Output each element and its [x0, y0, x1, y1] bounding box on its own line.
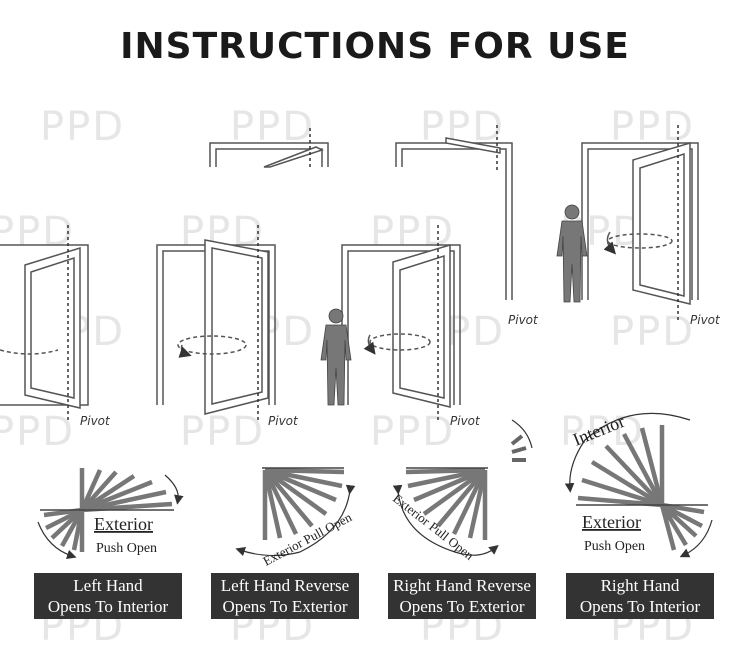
- pivot-label: Pivot: [268, 414, 299, 428]
- watermark: PPD: [370, 409, 455, 455]
- swing-diagram-left-hand-reverse: Exterior Pull Open: [235, 467, 356, 569]
- label-line2: Opens To Exterior: [399, 597, 525, 616]
- label-line1: Right Hand: [600, 576, 680, 595]
- watermark: PPD: [0, 209, 75, 255]
- swing-text: Exterior Pull Open: [390, 491, 477, 564]
- pivot-label: Pivot: [450, 414, 481, 428]
- swing-text: Exterior: [94, 514, 153, 534]
- page-title: INSTRUCTIONS FOR USE: [120, 26, 630, 67]
- label-right-hand: Right Hand Opens To Interior: [566, 573, 714, 619]
- pivot-label: Pivot: [508, 313, 539, 327]
- swing-diagram-left-hand: Exterior Push Open: [37, 468, 184, 560]
- swing-fan-fragment: [510, 419, 533, 462]
- pivot-label: Pivot: [690, 313, 721, 327]
- label-line2: Opens To Interior: [579, 597, 701, 616]
- label-line2: Opens To Interior: [47, 597, 169, 616]
- door-illustration-left-hand-reverse: Pivot: [156, 128, 329, 428]
- watermark: PPD: [610, 309, 695, 355]
- pivot-label: Pivot: [80, 414, 111, 428]
- watermark: PPD: [0, 409, 75, 455]
- label-line1: Left Hand: [73, 576, 143, 595]
- label-left-hand-reverse: Left Hand Reverse Opens To Exterior: [211, 573, 359, 619]
- watermark: PPD: [40, 104, 125, 150]
- person-figure: [556, 204, 588, 303]
- swing-diagram-right-hand-reverse: Exterior Pull Open: [390, 467, 499, 564]
- sub-text: Push Open: [96, 541, 157, 556]
- label-line1: Right Hand Reverse: [393, 576, 531, 595]
- door-illustration-right-hand: Pivot Pivot: [508, 125, 721, 327]
- door-illustration-left-hand: Pivot: [0, 225, 111, 428]
- label-left-hand: Left Hand Opens To Interior: [34, 573, 182, 619]
- watermark: PPD: [180, 409, 265, 455]
- swing-diagram-right-hand: Interior Exterior Push Open: [564, 411, 713, 558]
- label-line2: Opens To Exterior: [222, 597, 348, 616]
- door-illustration-right-hand-reverse: Pivot: [341, 125, 513, 428]
- sub-text: Push Open: [584, 539, 645, 554]
- watermark: PPD: [370, 209, 455, 255]
- label-line1: Left Hand Reverse: [220, 576, 350, 595]
- label-right-hand-reverse: Right Hand Reverse Opens To Exterior: [388, 573, 536, 619]
- person-figure: [320, 308, 352, 406]
- swing-text: Exterior: [582, 512, 641, 532]
